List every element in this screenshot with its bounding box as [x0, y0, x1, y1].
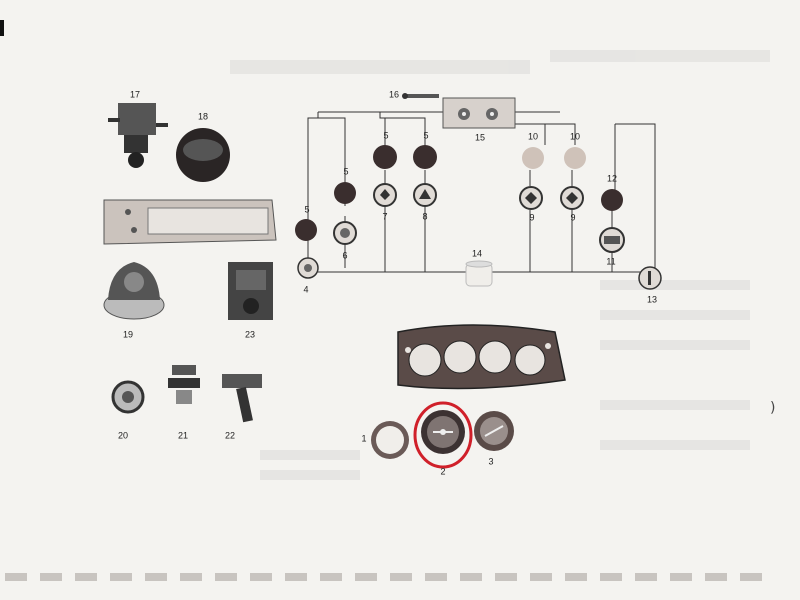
label-5-a: 5	[304, 204, 310, 215]
part-trim-plate	[103, 199, 277, 245]
label-10-b: 10	[569, 131, 581, 142]
label-9-b: 9	[570, 212, 576, 223]
part-13-indicator	[638, 266, 662, 290]
part-5-lamp-c	[373, 145, 397, 169]
label-21: 21	[177, 430, 189, 441]
part-17-relay	[108, 103, 168, 168]
label-13: 13	[646, 294, 658, 305]
label-6: 6	[342, 250, 348, 261]
label-9-a: 9	[529, 212, 535, 223]
part-11-indicator	[599, 227, 625, 253]
label-7: 7	[382, 211, 388, 222]
part-19-gauge-housing	[103, 262, 165, 320]
part-6-indicator	[333, 221, 357, 245]
part-7-indicator	[373, 183, 397, 207]
highlight-circle	[413, 401, 473, 469]
label-18: 18	[197, 111, 209, 122]
part-8-indicator	[413, 183, 437, 207]
label-23: 23	[244, 329, 256, 340]
margin-paren: )	[770, 400, 776, 416]
wiring-lines	[307, 111, 656, 273]
label-2: 2	[440, 466, 446, 477]
part-23-switch-block	[228, 262, 273, 320]
label-3: 3	[488, 456, 494, 467]
label-19: 19	[122, 329, 134, 340]
label-4: 4	[303, 284, 309, 295]
label-8: 8	[422, 211, 428, 222]
part-21-knob	[168, 365, 200, 404]
label-5-c: 5	[383, 130, 389, 141]
label-17: 17	[129, 89, 141, 100]
label-20: 20	[117, 430, 129, 441]
label-11: 11	[606, 256, 616, 267]
label-15: 15	[474, 132, 486, 143]
label-22: 22	[224, 430, 236, 441]
part-9-indicator-b	[560, 186, 584, 210]
perforation-strip	[5, 573, 762, 581]
part-5-lamp-a	[295, 219, 317, 241]
part-22-toggle	[222, 374, 262, 423]
part-5-lamp-d	[413, 145, 437, 169]
part-1-gauge	[371, 421, 409, 459]
part-2-gauge	[421, 410, 465, 454]
part-3-gauge	[474, 411, 514, 451]
label-5-d: 5	[423, 130, 429, 141]
label-16: 16	[388, 89, 400, 100]
part-5-lamp-b	[334, 182, 356, 204]
part-18-round-lamp	[176, 128, 230, 182]
part-12-lamp	[601, 189, 623, 211]
part-14-bulb	[465, 260, 493, 287]
label-10-a: 10	[527, 131, 539, 142]
instrument-panel	[397, 324, 566, 390]
bleed-through-text	[230, 50, 770, 480]
part-9-indicator-a	[519, 186, 543, 210]
part-15-switch-plate	[442, 97, 516, 129]
scan-corner-mark	[0, 20, 4, 36]
part-20-ring	[111, 380, 145, 414]
part-4-indicator	[297, 257, 319, 279]
part-10-lamp-b	[564, 147, 586, 169]
label-5-b: 5	[343, 166, 349, 177]
part-16-pin	[402, 93, 439, 99]
label-14: 14	[471, 248, 483, 259]
label-1: 1	[361, 433, 367, 444]
part-10-lamp-a	[522, 147, 544, 169]
label-12: 12	[606, 173, 618, 184]
